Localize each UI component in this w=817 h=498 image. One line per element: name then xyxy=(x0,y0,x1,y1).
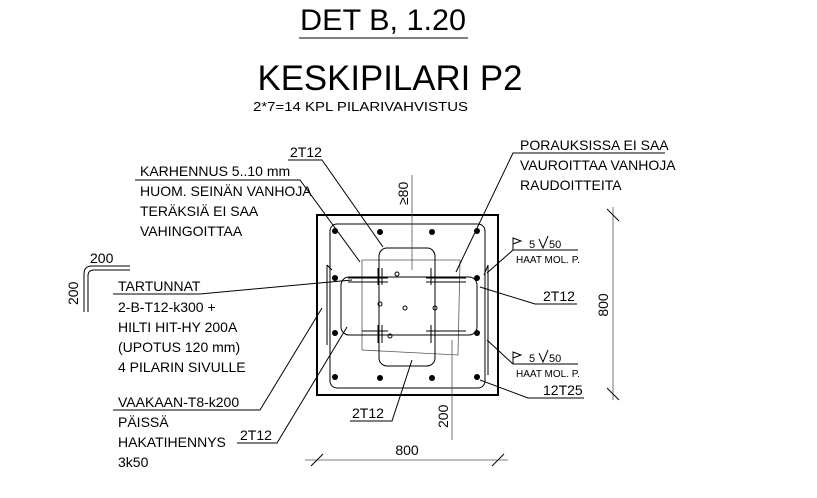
svg-text:3k50: 3k50 xyxy=(118,454,149,470)
label-bottom-2t12: 2T12 xyxy=(352,405,384,421)
svg-text:TARTUNNAT: TARTUNNAT xyxy=(118,278,201,294)
detail-title: DET B, 1.20 xyxy=(300,4,466,37)
column-title: KESKIPILARI P2 xyxy=(258,59,523,98)
leader-left-2t12 xyxy=(237,326,348,444)
svg-text:RAUDOITTEITA: RAUDOITTEITA xyxy=(520,177,622,193)
min-cover-dimension: ≥80 xyxy=(395,182,411,205)
svg-text:5: 5 xyxy=(529,353,535,365)
right-dimension: 800 xyxy=(595,207,620,401)
svg-text:800: 800 xyxy=(395,442,419,458)
label-left-2t12: 2T12 xyxy=(240,427,272,443)
label-top-2t12: 2T12 xyxy=(290,144,322,160)
leader-drill-note xyxy=(455,152,665,273)
hook-vertical-dim: 200 xyxy=(65,281,81,305)
svg-text:PÄISSÄ: PÄISSÄ xyxy=(118,414,169,430)
label-right-2t12: 2T12 xyxy=(543,288,575,304)
svg-text:PORAUKSISSA EI SAA: PORAUKSISSA EI SAA xyxy=(520,137,669,153)
leader-anchors xyxy=(113,279,353,295)
roughen-note: KARHENNUS 5..10 mm HUOM. SEINÄN VANHOJA … xyxy=(140,163,312,239)
svg-text:VAAKAAN-T8-k200: VAAKAAN-T8-k200 xyxy=(118,394,239,410)
svg-text:50: 50 xyxy=(549,353,561,365)
svg-text:VAUROITTAA VANHOJA: VAUROITTAA VANHOJA xyxy=(520,157,676,173)
leader-top-2t12 xyxy=(288,159,384,248)
dimension-200: 200 xyxy=(435,404,451,428)
reinforcement-note: 2*7=14 KPL PILARIVAHVISTUS xyxy=(253,99,468,114)
svg-text:5: 5 xyxy=(529,239,535,251)
stirrups-note: VAAKAAN-T8-k200 PÄISSÄ HAKATIHENNYS 3k50 xyxy=(118,394,239,470)
svg-text:HUOM. SEINÄN VANHOJA: HUOM. SEINÄN VANHOJA xyxy=(140,183,312,199)
label-main-bars: 12T25 xyxy=(543,382,583,398)
anchors-note: TARTUNNAT 2-B-T12-k300 + HILTI HIT-HY 20… xyxy=(118,278,246,375)
svg-text:HILTI HIT-HY 200A: HILTI HIT-HY 200A xyxy=(118,319,238,335)
svg-text:KARHENNUS 5..10 mm: KARHENNUS 5..10 mm xyxy=(140,163,290,179)
column-section xyxy=(316,175,499,440)
svg-text:HAKATIHENNYS: HAKATIHENNYS xyxy=(118,434,226,450)
leader-right-2t12 xyxy=(479,286,577,305)
leader-stirrups xyxy=(113,307,323,411)
weld-symbol-top: 5 50 HAAT MOL. P. xyxy=(486,235,580,274)
svg-text:VAHINGOITTAA: VAHINGOITTAA xyxy=(140,223,243,239)
svg-text:2-B-T12-k300 +: 2-B-T12-k300 + xyxy=(118,299,216,315)
svg-text:50: 50 xyxy=(549,239,561,251)
weld-symbol-bottom: 5 50 HAAT MOL. P. xyxy=(486,339,580,380)
svg-text:800: 800 xyxy=(595,293,611,317)
svg-text:TERÄKSIÄ EI SAA: TERÄKSIÄ EI SAA xyxy=(140,203,259,219)
leader-roughen xyxy=(135,179,361,263)
hook-horizontal-dim: 200 xyxy=(90,250,114,266)
svg-text:4 PILARIN SIVULLE: 4 PILARIN SIVULLE xyxy=(118,359,246,375)
leader-bottom-2t12 xyxy=(350,359,413,422)
bottom-dimension: 800 xyxy=(305,442,508,467)
svg-text:HAAT MOL. P.: HAAT MOL. P. xyxy=(516,255,580,266)
leader-main-bars xyxy=(479,379,584,399)
drill-note: PORAUKSISSA EI SAA VAUROITTAA VANHOJA RA… xyxy=(520,137,676,193)
hook-bar-shape xyxy=(83,265,130,312)
svg-text:(UPOTUS 120 mm): (UPOTUS 120 mm) xyxy=(118,339,240,355)
svg-text:HAAT MOL. P.: HAAT MOL. P. xyxy=(516,369,580,380)
